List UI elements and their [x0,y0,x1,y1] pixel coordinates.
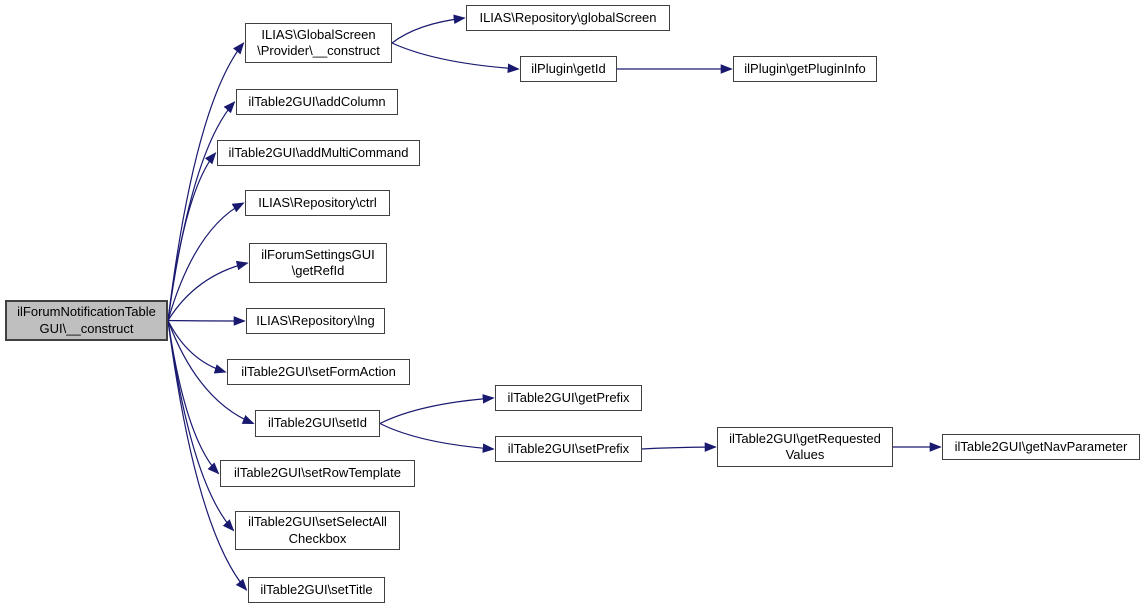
graph-node-label: ilForumSettingsGUI [261,246,375,262]
graph-node-label: ILIAS\Repository\globalScreen [479,9,657,25]
graph-node-addMultiCommand[interactable]: ilTable2GUI\addMultiCommand [217,140,420,166]
graph-node-getPluginInfo[interactable]: ilPlugin\getPluginInfo [733,56,877,82]
graph-node-label: \Provider\__construct [257,43,380,58]
call-edge-main-to-addColumn [167,101,236,321]
graph-node-lng[interactable]: ILIAS\Repository\lng [246,308,385,334]
call-edge-provider-to-getId [391,42,520,74]
call-edge-setId-to-setPrefix [379,422,495,453]
call-edge-setPrefix-to-getRequestedValues [641,442,717,452]
graph-node-globalScreen[interactable]: ILIAS\Repository\globalScreen [466,5,670,31]
graph-node-setId[interactable]: ilTable2GUI\setId [255,410,380,437]
graph-node-label: Values [785,447,825,462]
graph-node-label: ILIAS\GlobalScreen [261,26,376,42]
graph-node-label: ilTable2GUI\addColumn [248,93,386,109]
graph-node-label: ilTable2GUI\setRowTemplate [234,465,401,481]
call-edge-main-to-setRowTemplate [167,320,220,475]
graph-node-label: ilTable2GUI\getPrefix [507,389,630,405]
graph-node-label: ILIAS\Repository\lng [256,312,375,328]
graph-node-label: ilTable2GUI\addMultiCommand [228,144,409,160]
graph-node-label: ilTable2GUI\setFormAction [241,363,396,379]
call-edge-setId-to-getPrefix [379,394,495,425]
graph-node-setFormAction[interactable]: ilTable2GUI\setFormAction [227,359,410,385]
graph-node-getNavParameter[interactable]: ilTable2GUI\getNavParameter [942,434,1140,460]
call-edge-main-to-provider [167,42,245,321]
graph-node-label: ilTable2GUI\getRequested [729,430,881,446]
graph-node-label: ilPlugin\getPluginInfo [744,60,866,76]
graph-node-label: Checkbox [288,530,347,546]
graph-node-getId[interactable]: ilPlugin\getId [520,56,617,82]
call-edge-main-to-setFormAction [167,320,227,374]
graph-node-getRefId[interactable]: ilForumSettingsGUI\getRefId [249,243,387,283]
graph-node-setTitle[interactable]: ilTable2GUI\setTitle [248,577,385,603]
call-edge-main-to-lng [167,316,246,326]
graph-node-getPrefix[interactable]: ilTable2GUI\getPrefix [495,385,642,411]
graph-node-label: \getRefId [291,263,345,278]
graph-node-label: ilPlugin\getId [531,60,606,76]
graph-node-label: ilTable2GUI\setTitle [260,581,373,597]
graph-node-label: GUI\__construct [39,320,134,336]
graph-node-label: ilForumNotificationTable [17,304,156,320]
graph-node-label: ilTable2GUI\setId [268,415,367,431]
call-edge-main-to-getRefId [167,260,249,321]
graph-node-label: ILIAS\Repository\ctrl [258,194,377,210]
call-edge-main-to-setSelectAllCheckbox [167,320,235,532]
call-edge-provider-to-globalScreen [391,14,466,44]
graph-node-setRowTemplate[interactable]: ilTable2GUI\setRowTemplate [220,460,415,487]
graph-node-setPrefix[interactable]: ilTable2GUI\setPrefix [495,436,642,462]
graph-node-provider[interactable]: ILIAS\GlobalScreen\Provider\__construct [245,23,392,63]
graph-node-ctrl[interactable]: ILIAS\Repository\ctrl [245,190,390,216]
graph-node-addColumn[interactable]: ilTable2GUI\addColumn [236,89,398,115]
graph-node-label: ilTable2GUI\setPrefix [507,440,630,456]
graph-node-label: ilTable2GUI\getNavParameter [954,438,1128,454]
call-edge-main-to-addMultiCommand [167,152,217,321]
graph-node-label: ilTable2GUI\setSelectAll [248,514,387,530]
call-edge-main-to-ctrl [167,202,245,321]
